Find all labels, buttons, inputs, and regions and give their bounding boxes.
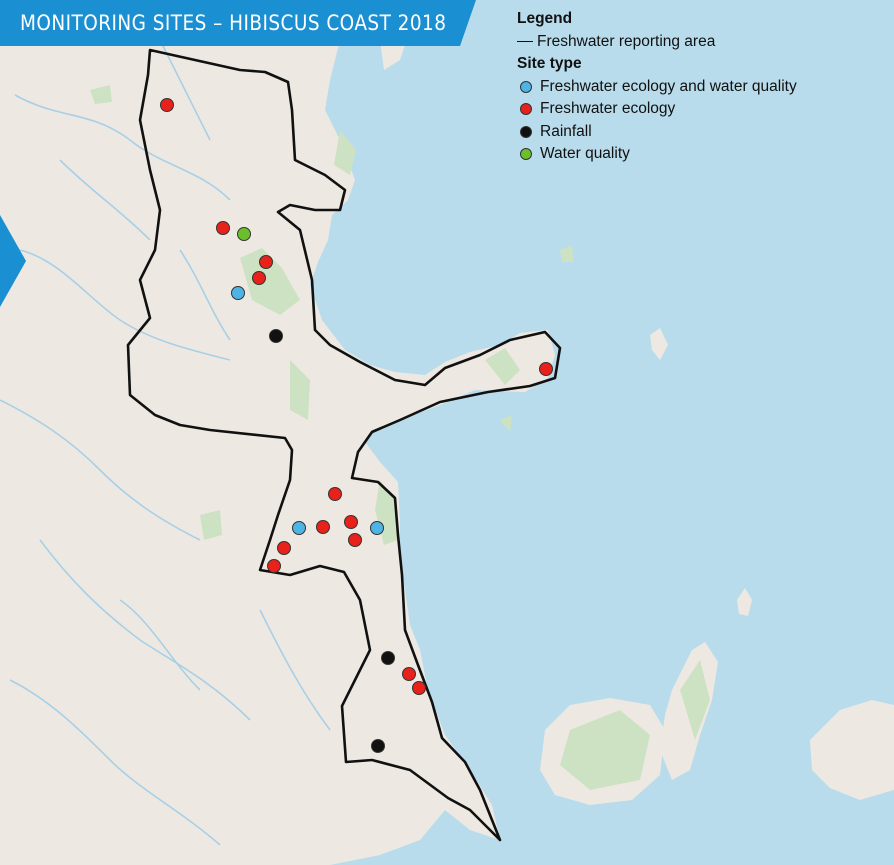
legend-item-label: Freshwater ecology [540,100,676,117]
legend-item: Water quality [517,143,797,166]
legend-item: Freshwater ecology [517,98,797,121]
site-marker[interactable] [252,271,266,285]
site-marker[interactable] [381,651,395,665]
site-marker[interactable] [328,487,342,501]
site-dot-icon [520,148,532,161]
site-marker[interactable] [292,521,306,535]
site-marker[interactable] [269,329,283,343]
legend-item-label: Rainfall [540,122,592,140]
park-areas [90,85,710,790]
site-marker[interactable] [371,739,385,753]
legend-boundary-label: Freshwater reporting area [537,32,716,50]
legend: Legend Freshwater reporting area Site ty… [517,8,797,166]
island-small [737,588,752,616]
island-far-right [810,700,894,800]
site-marker[interactable] [412,681,426,695]
site-dot-icon [520,125,532,138]
site-marker[interactable] [344,515,358,529]
site-marker[interactable] [348,533,362,547]
site-marker[interactable] [216,221,230,235]
side-tab-arrow-icon [0,215,26,307]
legend-heading: Legend [517,10,573,27]
site-marker[interactable] [539,362,553,376]
site-marker[interactable] [267,559,281,573]
legend-boundary-row: Freshwater reporting area [517,31,797,54]
reporting-area-boundary [126,48,562,842]
site-marker[interactable] [259,255,273,269]
legend-item: Rainfall [517,121,797,144]
site-marker[interactable] [402,667,416,681]
site-marker[interactable] [231,286,245,300]
site-marker[interactable] [277,541,291,555]
legend-item-label: Freshwater ecology and water quality [540,77,797,95]
legend-item-label: Water quality [540,145,630,162]
map-title: MONITORING SITES – HIBISCUS COAST 2018 [20,11,447,35]
rivers [0,19,331,846]
site-marker[interactable] [237,227,251,241]
site-marker[interactable] [316,520,330,534]
title-banner-shape [0,0,476,46]
site-marker[interactable] [160,98,174,112]
site-dot-icon [520,80,532,93]
site-markers [160,98,553,753]
boundary-line-icon [517,41,533,43]
site-dot-icon [520,103,532,116]
mainland [0,0,555,865]
legend-item: Freshwater ecology and water quality [517,76,797,99]
legend-site-type-heading: Site type [517,55,582,72]
site-marker[interactable] [370,521,384,535]
island-north [650,328,668,360]
